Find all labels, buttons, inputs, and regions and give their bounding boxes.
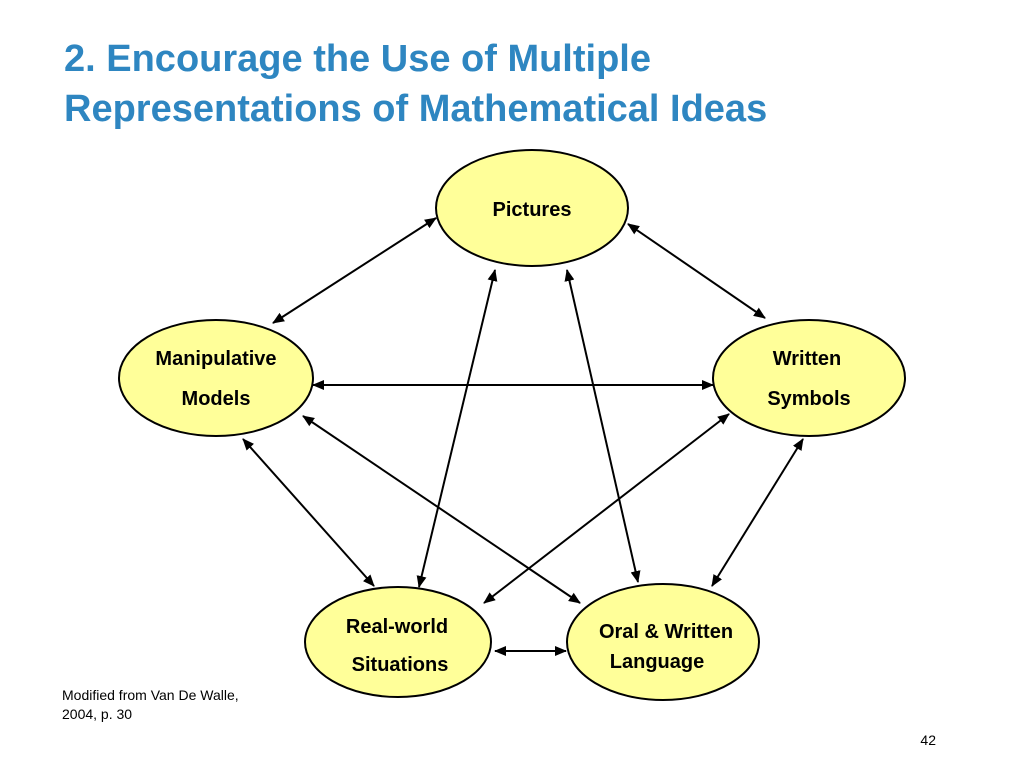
arrow-pictures-to-oral-written-language bbox=[564, 269, 641, 583]
node-ellipse-real-world-situations bbox=[304, 586, 492, 698]
citation: Modified from Van De Walle, 2004, p. 30 bbox=[62, 686, 292, 724]
node-label-real-world-situations-line-1: Real-world bbox=[346, 616, 448, 638]
node-label-manipulative-models-line-2: Models bbox=[182, 388, 251, 410]
arrow-pictures-to-manipulative-models bbox=[272, 217, 437, 324]
arrow-written-symbols-to-real-world-situations bbox=[483, 413, 730, 604]
citation-line-2: 2004, p. 30 bbox=[62, 706, 133, 722]
node-label-written-symbols-line-2: Symbols bbox=[767, 388, 850, 410]
node-ellipse-pictures bbox=[435, 149, 629, 267]
connections-layer bbox=[242, 217, 804, 656]
citation-line-1: Modified from Van De Walle, bbox=[62, 687, 239, 703]
arrow-manipulative-models-to-real-world-situations bbox=[242, 438, 375, 587]
node-label-oral-written-language-line-1: Oral & Written bbox=[599, 621, 733, 643]
node-pictures: Pictures bbox=[435, 149, 629, 267]
node-label-real-world-situations-line-2: Situations bbox=[352, 654, 449, 676]
arrow-pictures-to-written-symbols bbox=[627, 223, 766, 319]
node-label-written-symbols-line-1: Written bbox=[773, 348, 842, 370]
node-label-pictures-line-1: Pictures bbox=[493, 199, 572, 221]
node-ellipse-oral-written-language bbox=[566, 583, 760, 701]
arrow-manipulative-models-to-oral-written-language bbox=[302, 415, 581, 604]
page-number: 42 bbox=[920, 732, 936, 748]
node-ellipse-manipulative-models bbox=[118, 319, 314, 437]
slide-title: 2. Encourage the Use of Multiple Represe… bbox=[64, 34, 984, 134]
arrow-pictures-to-real-world-situations bbox=[416, 269, 498, 588]
node-ellipse-written-symbols bbox=[712, 319, 906, 437]
slide-title-line-1: 2. Encourage the Use of Multiple bbox=[64, 38, 651, 80]
node-label-oral-written-language-line-2: Language bbox=[610, 651, 704, 673]
node-label-manipulative-models-line-1: Manipulative bbox=[155, 348, 276, 370]
slide-title-line-2: Representations of Mathematical Ideas bbox=[64, 88, 768, 130]
arrow-written-symbols-to-oral-written-language bbox=[711, 438, 804, 587]
